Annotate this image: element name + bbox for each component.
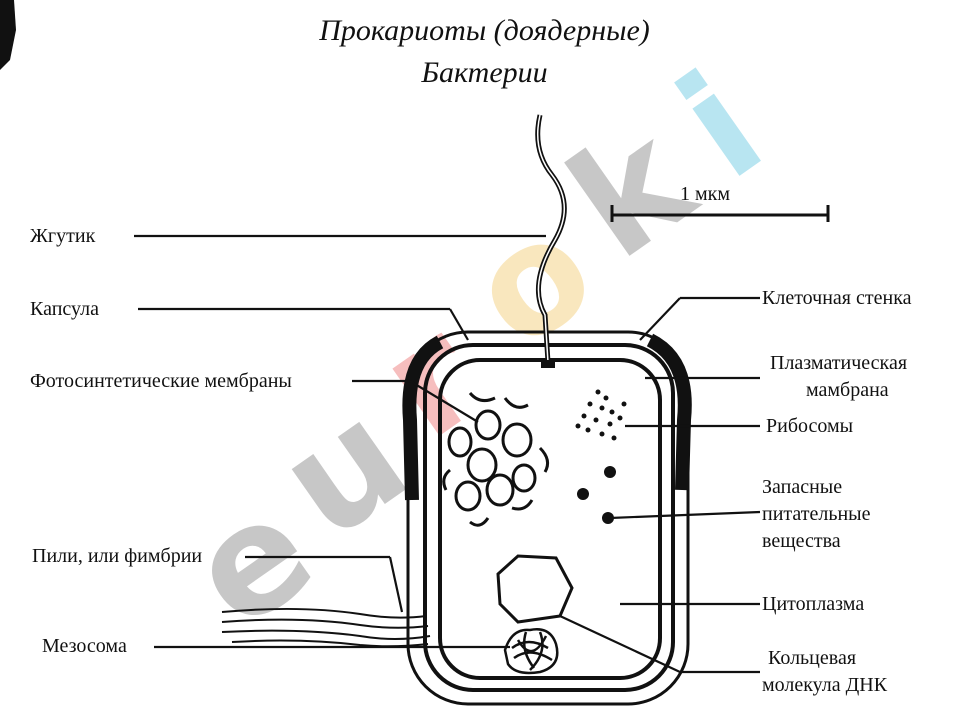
plasma-membrane-outline: [438, 358, 662, 680]
leader-pili-diag: [388, 556, 404, 613]
flagellum-inner: [537, 114, 566, 363]
label-plasma-membrane-1: Плазматическая: [770, 352, 908, 374]
leader-cell-wall-diag: [639, 297, 681, 341]
capsule-outline: [406, 330, 690, 706]
mesosome-blob: [503, 628, 559, 675]
leader-photosynthetic-diag: [409, 380, 479, 423]
pili: [221, 607, 431, 648]
label-dna-2: молекула ДНК: [762, 674, 888, 696]
capsule-left-thick: [402, 335, 444, 501]
leader-dna-diag: [559, 615, 681, 673]
leader-reserve: [609, 510, 761, 520]
label-capsule: Капсула: [30, 298, 99, 320]
label-reserve-3: вещества: [762, 530, 841, 552]
label-cell-wall: Клеточная стенка: [762, 287, 912, 309]
title-line-2: Бактерии: [421, 56, 548, 89]
label-ribosomes: Рибосомы: [766, 415, 854, 437]
label-reserve-1: Запасные: [762, 476, 843, 498]
ribosomes: [575, 389, 627, 441]
label-flagellum: Жгутик: [30, 225, 96, 247]
nucleoid-outline: [496, 554, 574, 624]
label-dna-1: Кольцевая: [768, 647, 857, 669]
label-pili: Пили, или фимбрии: [32, 545, 203, 567]
title-line-1: Прокариоты (доядерные): [319, 14, 650, 47]
reserve-granules: [577, 466, 616, 524]
flagellum: [535, 114, 567, 363]
label-reserve-2: питательные: [762, 503, 871, 525]
scale-bar: [610, 205, 830, 222]
label-mesosome: Мезосома: [42, 635, 127, 657]
label-cytoplasm: Цитоплазма: [762, 593, 865, 615]
leader-capsule-diag: [449, 308, 469, 341]
capsule-right-thick: [646, 333, 692, 491]
corner-smudge: [0, 0, 16, 70]
label-photosynthetic-membranes: Фотосинтетические мембраны: [30, 370, 292, 392]
leader-lines: [134, 234, 761, 674]
photosynthetic-membranes: [442, 391, 550, 527]
flagellum-base: [541, 360, 555, 368]
scale-label: 1 мкм: [680, 183, 731, 205]
label-plasma-membrane-2: мамбрана: [806, 379, 889, 401]
